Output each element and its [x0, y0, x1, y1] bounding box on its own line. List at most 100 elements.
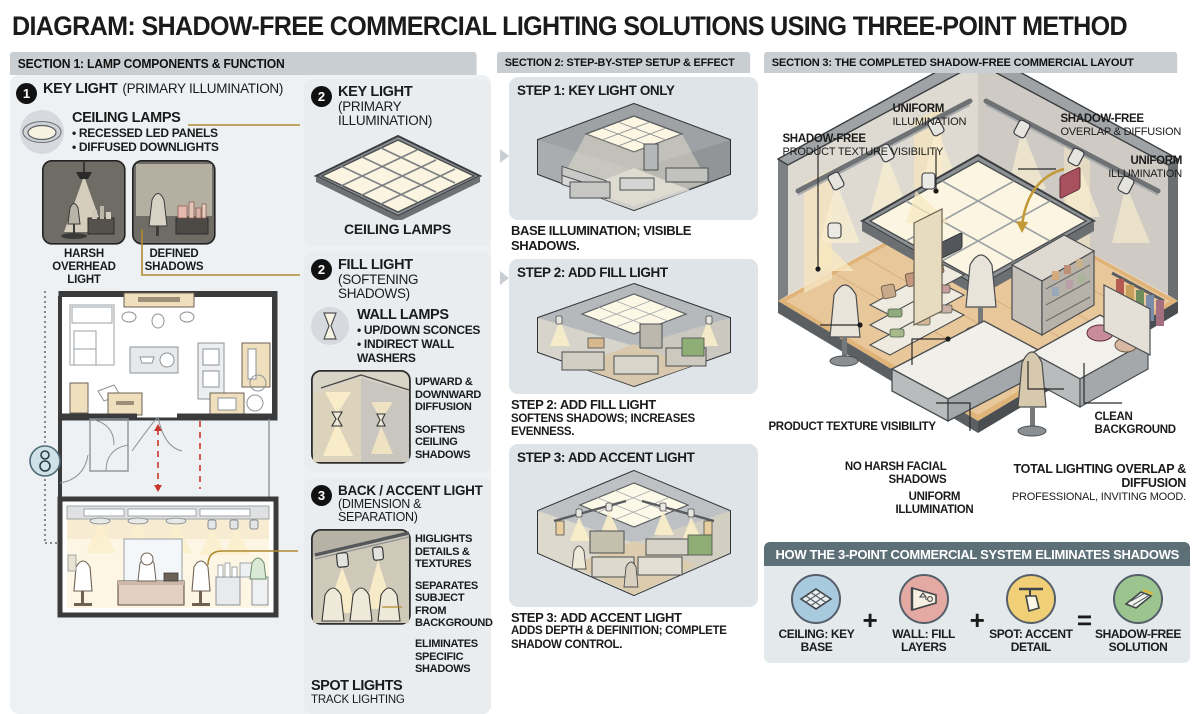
- callout-highlights-details-textures: HIGLIGHTS DETAILS & TEXTURES: [415, 533, 473, 571]
- shadow-free-icon: [1113, 574, 1163, 624]
- step-number-badge: 1: [16, 83, 37, 104]
- step-card-2: STEP 2: ADD FILL LIGHT: [509, 259, 759, 395]
- caption-ceiling-lamps: CEILING LAMPS: [343, 221, 452, 238]
- legend-operator-equals: =: [1076, 604, 1092, 635]
- legend-item-wall[interactable]: WALL: FILL LAYERS: [878, 574, 970, 654]
- legend-header: HOW THE 3-POINT COMMERCIAL SYSTEM ELIMIN…: [764, 542, 1190, 566]
- key-light-group: 1 KEY LIGHT (PRIMARY ILLUMINATION): [10, 79, 300, 714]
- label-normal: OVERLAP & DIFFUSION: [1060, 125, 1182, 138]
- step-2-caption-title: STEP 2: ADD FILL LIGHT: [511, 397, 656, 413]
- key-light-subtitle: (PRIMARY ILLUMINATION): [122, 81, 284, 96]
- ceiling-lamp-bullet-2: • DIFFUSED DOWNLIGHTS: [72, 140, 219, 155]
- step-card-3: STEP 3: ADD ACCENT LIGHT: [509, 443, 759, 607]
- label-uniform-illumination-right: UNIFORM ILLUMINATION: [1108, 155, 1182, 180]
- label-shadow-free-product-texture: SHADOW-FREE PRODUCT TEXTURE VISIBILITY: [782, 133, 943, 158]
- ceiling-panel-icon: [791, 574, 842, 624]
- legend-label-solution: SHADOW-FREE SOLUTION: [1094, 627, 1182, 655]
- callout-softens-ceiling-shadows: SOFTENS CEILING SHADOWS: [415, 423, 471, 461]
- step-3-illustration: [517, 465, 750, 603]
- label-clean-background: CLEAN BACKGROUND: [1094, 411, 1190, 436]
- section-1-body: 1 KEY LIGHT (PRIMARY ILLUMINATION): [10, 75, 493, 714]
- label-normal: ILLUMINATION: [1108, 167, 1182, 180]
- label-bold: NO HARSH FACIAL SHADOWS: [844, 461, 947, 486]
- ceiling-panel-illustration: [311, 128, 484, 221]
- ceiling-lamp-bullet-1: • RECESSED LED PANELS: [72, 126, 218, 140]
- panel-accent-light-subtitle: (DIMENSION & SEPARATION): [338, 497, 422, 525]
- wall-sconce-icon: [311, 306, 349, 345]
- step-1-title: STEP 1: KEY LIGHT ONLY: [517, 83, 675, 98]
- caption-track-lighting: TRACK LIGHTING: [311, 693, 405, 706]
- caption-spot-lights: SPOT LIGHTS: [311, 677, 403, 694]
- title-bar: DIAGRAM: SHADOW-FREE COMMERCIAL LIGHTING…: [0, 0, 1200, 52]
- legend-label-wall: WALL: FILL LAYERS: [892, 627, 955, 655]
- label-no-harsh-facial-shadows: NO HARSH FACIAL SHADOWS: [826, 461, 947, 486]
- section-1: SECTION 1: LAMP COMPONENTS & FUNCTION 1 …: [10, 52, 493, 714]
- step-number-badge: 3: [311, 485, 332, 507]
- label-bold: CLEAN BACKGROUND: [1094, 411, 1176, 436]
- caption-harsh-overhead-light: HARSH OVERHEAD LIGHT: [52, 248, 116, 287]
- page-title: DIAGRAM: SHADOW-FREE COMMERCIAL LIGHTING…: [12, 10, 1128, 41]
- label-normal: PROFESSIONAL, INVITING MOOD.: [1011, 490, 1186, 503]
- recessed-downlight-icon: [20, 110, 64, 154]
- legend-item-ceiling[interactable]: CEILING: KEY BASE: [770, 574, 862, 654]
- fill-light-panel-heading: 2 FILL LIGHT (SOFTENING SHADOWS): [311, 256, 484, 301]
- label-bold: SHADOW-FREE: [1060, 113, 1144, 125]
- section-2: SECTION 2: STEP-BY-STEP SETUP & EFFECT S…: [497, 52, 759, 652]
- completed-layout-scene: SHADOW-FREE PRODUCT TEXTURE VISIBILITY U…: [764, 73, 1190, 538]
- step-arrow-icon: [500, 271, 509, 286]
- legend-item-solution[interactable]: SHADOW-FREE SOLUTION: [1092, 574, 1184, 654]
- panel-fill-light-title: FILL LIGHT: [338, 256, 413, 273]
- section-1-header: SECTION 1: LAMP COMPONENTS & FUNCTION: [10, 52, 477, 75]
- ceiling-lamps-label: CEILING LAMPS: [72, 110, 181, 126]
- step-2-illustration: [517, 280, 750, 390]
- step-3-caption-text: ADDS DEPTH & DEFINITION; COMPLETE SHADOW…: [511, 625, 727, 651]
- section-2-body: STEP 1: KEY LIGHT ONLY: [497, 73, 759, 656]
- sections-container: SECTION 1: LAMP COMPONENTS & FUNCTION 1 …: [0, 52, 1200, 714]
- step-3-title: STEP 3: ADD ACCENT LIGHT: [517, 449, 695, 465]
- panel-key-light-title: KEY LIGHT: [338, 84, 413, 100]
- key-light-heading: 1 KEY LIGHT (PRIMARY ILLUMINATION): [16, 81, 300, 104]
- label-shadow-free-overlap: SHADOW-FREE OVERLAP & DIFFUSION: [1060, 113, 1181, 138]
- step-2-title: STEP 2: ADD FILL LIGHT: [517, 265, 668, 281]
- callout-eliminates-specific-shadows: ELIMINATES SPECIFIC SHADOWS: [415, 638, 478, 676]
- spot-light-icon: [1005, 574, 1056, 624]
- step-1-illustration: [517, 98, 750, 216]
- callout-separates-subject: SEPARATES SUBJECT FROM BACKGROUND: [415, 579, 493, 629]
- accent-light-panel-heading: 3 BACK / ACCENT LIGHT (DIMENSION & SEPAR…: [311, 484, 484, 524]
- step-arrow-icon: [500, 149, 509, 163]
- section-3-header: SECTION 3: THE COMPLETED SHADOW-FREE COM…: [764, 52, 1178, 73]
- wall-lamp-bullet-2: • INDIRECT WALL WASHERS: [357, 337, 454, 366]
- legend-operator-plus-1: +: [862, 604, 878, 635]
- step-card-1: STEP 1: KEY LIGHT ONLY: [509, 77, 759, 220]
- wall-lamp-bullet-1: • UP/DOWN SCONCES: [357, 322, 481, 337]
- panel-accent-light: 3 BACK / ACCENT LIGHT (DIMENSION & SEPAR…: [304, 478, 493, 714]
- floor-plan-diagram: [10, 287, 300, 621]
- step-number-badge: 2: [311, 258, 332, 280]
- label-uniform-illumination-bottom: UNIFORM ILLUMINATION: [874, 491, 994, 516]
- label-normal: PRODUCT TEXTURE VISIBILITY: [782, 145, 944, 158]
- label-bold: TOTAL LIGHTING OVERLAP & DIFFUSION: [1013, 462, 1187, 490]
- key-light-title: KEY LIGHT: [43, 81, 118, 97]
- panel-key-light-subtitle: (PRIMARY ILLUMINATION): [338, 99, 433, 129]
- legend-operator-plus-2: +: [969, 604, 985, 635]
- caption-defined-shadows: DEFINED SHADOWS: [144, 248, 204, 274]
- label-bold: SHADOW-FREE: [782, 133, 866, 145]
- label-product-texture-visibility: PRODUCT TEXTURE VISIBILITY: [768, 421, 936, 434]
- step-3-caption-title: STEP 3: ADD ACCENT LIGHT: [511, 609, 682, 625]
- step-1-caption: BASE ILLUMINATION; VISIBLE SHADOWS.: [511, 223, 692, 253]
- section-3: SECTION 3: THE COMPLETED SHADOW-FREE COM…: [764, 52, 1190, 664]
- legend-item-spot[interactable]: SPOT: ACCENT DETAIL: [985, 574, 1077, 654]
- step-number-badge: 2: [311, 86, 332, 107]
- section-3-body: SHADOW-FREE PRODUCT TEXTURE VISIBILITY U…: [764, 73, 1190, 664]
- label-uniform-illumination-top: UNIFORM ILLUMINATION: [892, 103, 966, 128]
- label-normal: ILLUMINATION: [892, 115, 967, 128]
- thumb-defined-shadows: [132, 160, 216, 245]
- step-2-caption-text: SOFTENS SHADOWS; INCREASES EVENNESS.: [511, 412, 695, 438]
- label-bold: UNIFORM ILLUMINATION: [895, 491, 974, 516]
- label-bold: PRODUCT TEXTURE VISIBILITY: [768, 421, 936, 433]
- track-light-illustration: [311, 529, 411, 626]
- panel-key-light: 2 KEY LIGHT (PRIMARY ILLUMINATION): [304, 79, 491, 246]
- legend-label-ceiling: CEILING: KEY BASE: [778, 627, 855, 655]
- legend-label-spot: SPOT: ACCENT DETAIL: [989, 627, 1073, 655]
- label-bold: UNIFORM: [1130, 155, 1182, 167]
